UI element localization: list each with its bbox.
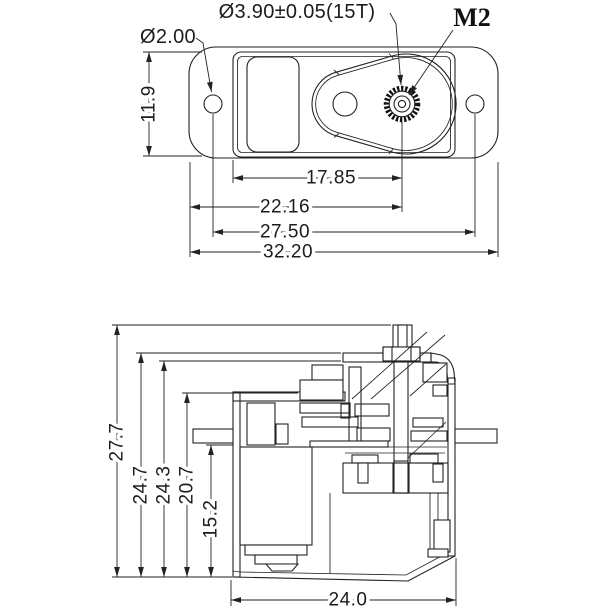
screw-head-circle [393, 95, 411, 113]
extension-lines-side-view [112, 324, 391, 578]
gear-train-section [246, 360, 448, 494]
spline-teeth-ring [383, 85, 421, 123]
leader-spline-diameter [389, 12, 404, 86]
motor-section [239, 446, 313, 572]
leader-m2-screw [408, 29, 454, 96]
mounting-hole-right [465, 94, 485, 114]
housing-seam-notches [333, 53, 394, 155]
side-view-dimensions: 27.7 24.7 24.3 20.7 15.2 24.0 [103, 324, 457, 610]
middle-deck [232, 391, 346, 402]
dim-22-16-text: 22.16 [260, 197, 310, 218]
mounting-tab-left [192, 428, 234, 444]
m2-screw-label: M2 [453, 3, 491, 32]
gear-upper [354, 403, 390, 417]
output-spline [383, 85, 421, 123]
leader-hole-diameter [195, 37, 213, 93]
gear-housing-outline [311, 53, 457, 155]
dim-27-7-text: 27.7 [107, 423, 128, 462]
side-section-view: 27.7 24.7 24.3 20.7 15.2 24.0 [103, 324, 498, 610]
spline-diameter-label: Ø3.90±0.05(15T) [219, 1, 376, 23]
dim-20-7-text: 20.7 [177, 466, 198, 505]
dim-flange-height-text: 11.9 [139, 85, 160, 123]
dim-body-length: 24.0 [230, 558, 457, 610]
dim-15-2-text: 15.2 [201, 500, 222, 539]
servo-body-outline [232, 51, 456, 158]
section-detail-lines [240, 331, 447, 459]
dim-24-7-text: 24.7 [131, 466, 152, 505]
dim-flange-overall-width: 32.20 [190, 238, 498, 266]
dim-mount-hole-spacing: 27.50 [213, 218, 475, 246]
dim-24-3-text: 24.3 [154, 466, 175, 505]
flange-outline [188, 46, 499, 159]
label-area [246, 56, 300, 153]
dim-27-50-text: 27.50 [260, 222, 310, 243]
gear-lower [356, 427, 391, 442]
center-gear-boss [332, 91, 358, 117]
gear-chamber-left [246, 402, 276, 446]
lower-deck [342, 453, 449, 494]
dim-17-85-text: 17.85 [306, 168, 356, 189]
dim-body-left-to-spline: 17.85 [233, 164, 402, 192]
dim-flange-height: 11.9 [135, 51, 202, 157]
spline-base-circle [388, 90, 416, 118]
mounting-hole-left [203, 94, 223, 114]
mounting-tab-right [454, 428, 498, 444]
dim-flange-left-to-spline: 22.16 [190, 193, 402, 221]
screw-hole-circle [397, 99, 407, 109]
case-bottom-shell [232, 551, 456, 582]
case-left-wall [232, 391, 241, 578]
output-shaft [382, 324, 421, 362]
mount-hole-diameter-label: Ø2.00 [140, 26, 196, 48]
dim-32-20-text: 32.20 [263, 242, 313, 263]
pot-bracket [329, 493, 451, 573]
dim-24-0-text: 24.0 [329, 590, 368, 610]
cap-left-step [299, 364, 344, 401]
bearing-mid [340, 403, 351, 419]
top-view: Ø3.90±0.05(15T) Ø2.00 M2 11.9 17.85 22.1… [135, 1, 499, 266]
bearing-left [275, 423, 289, 445]
